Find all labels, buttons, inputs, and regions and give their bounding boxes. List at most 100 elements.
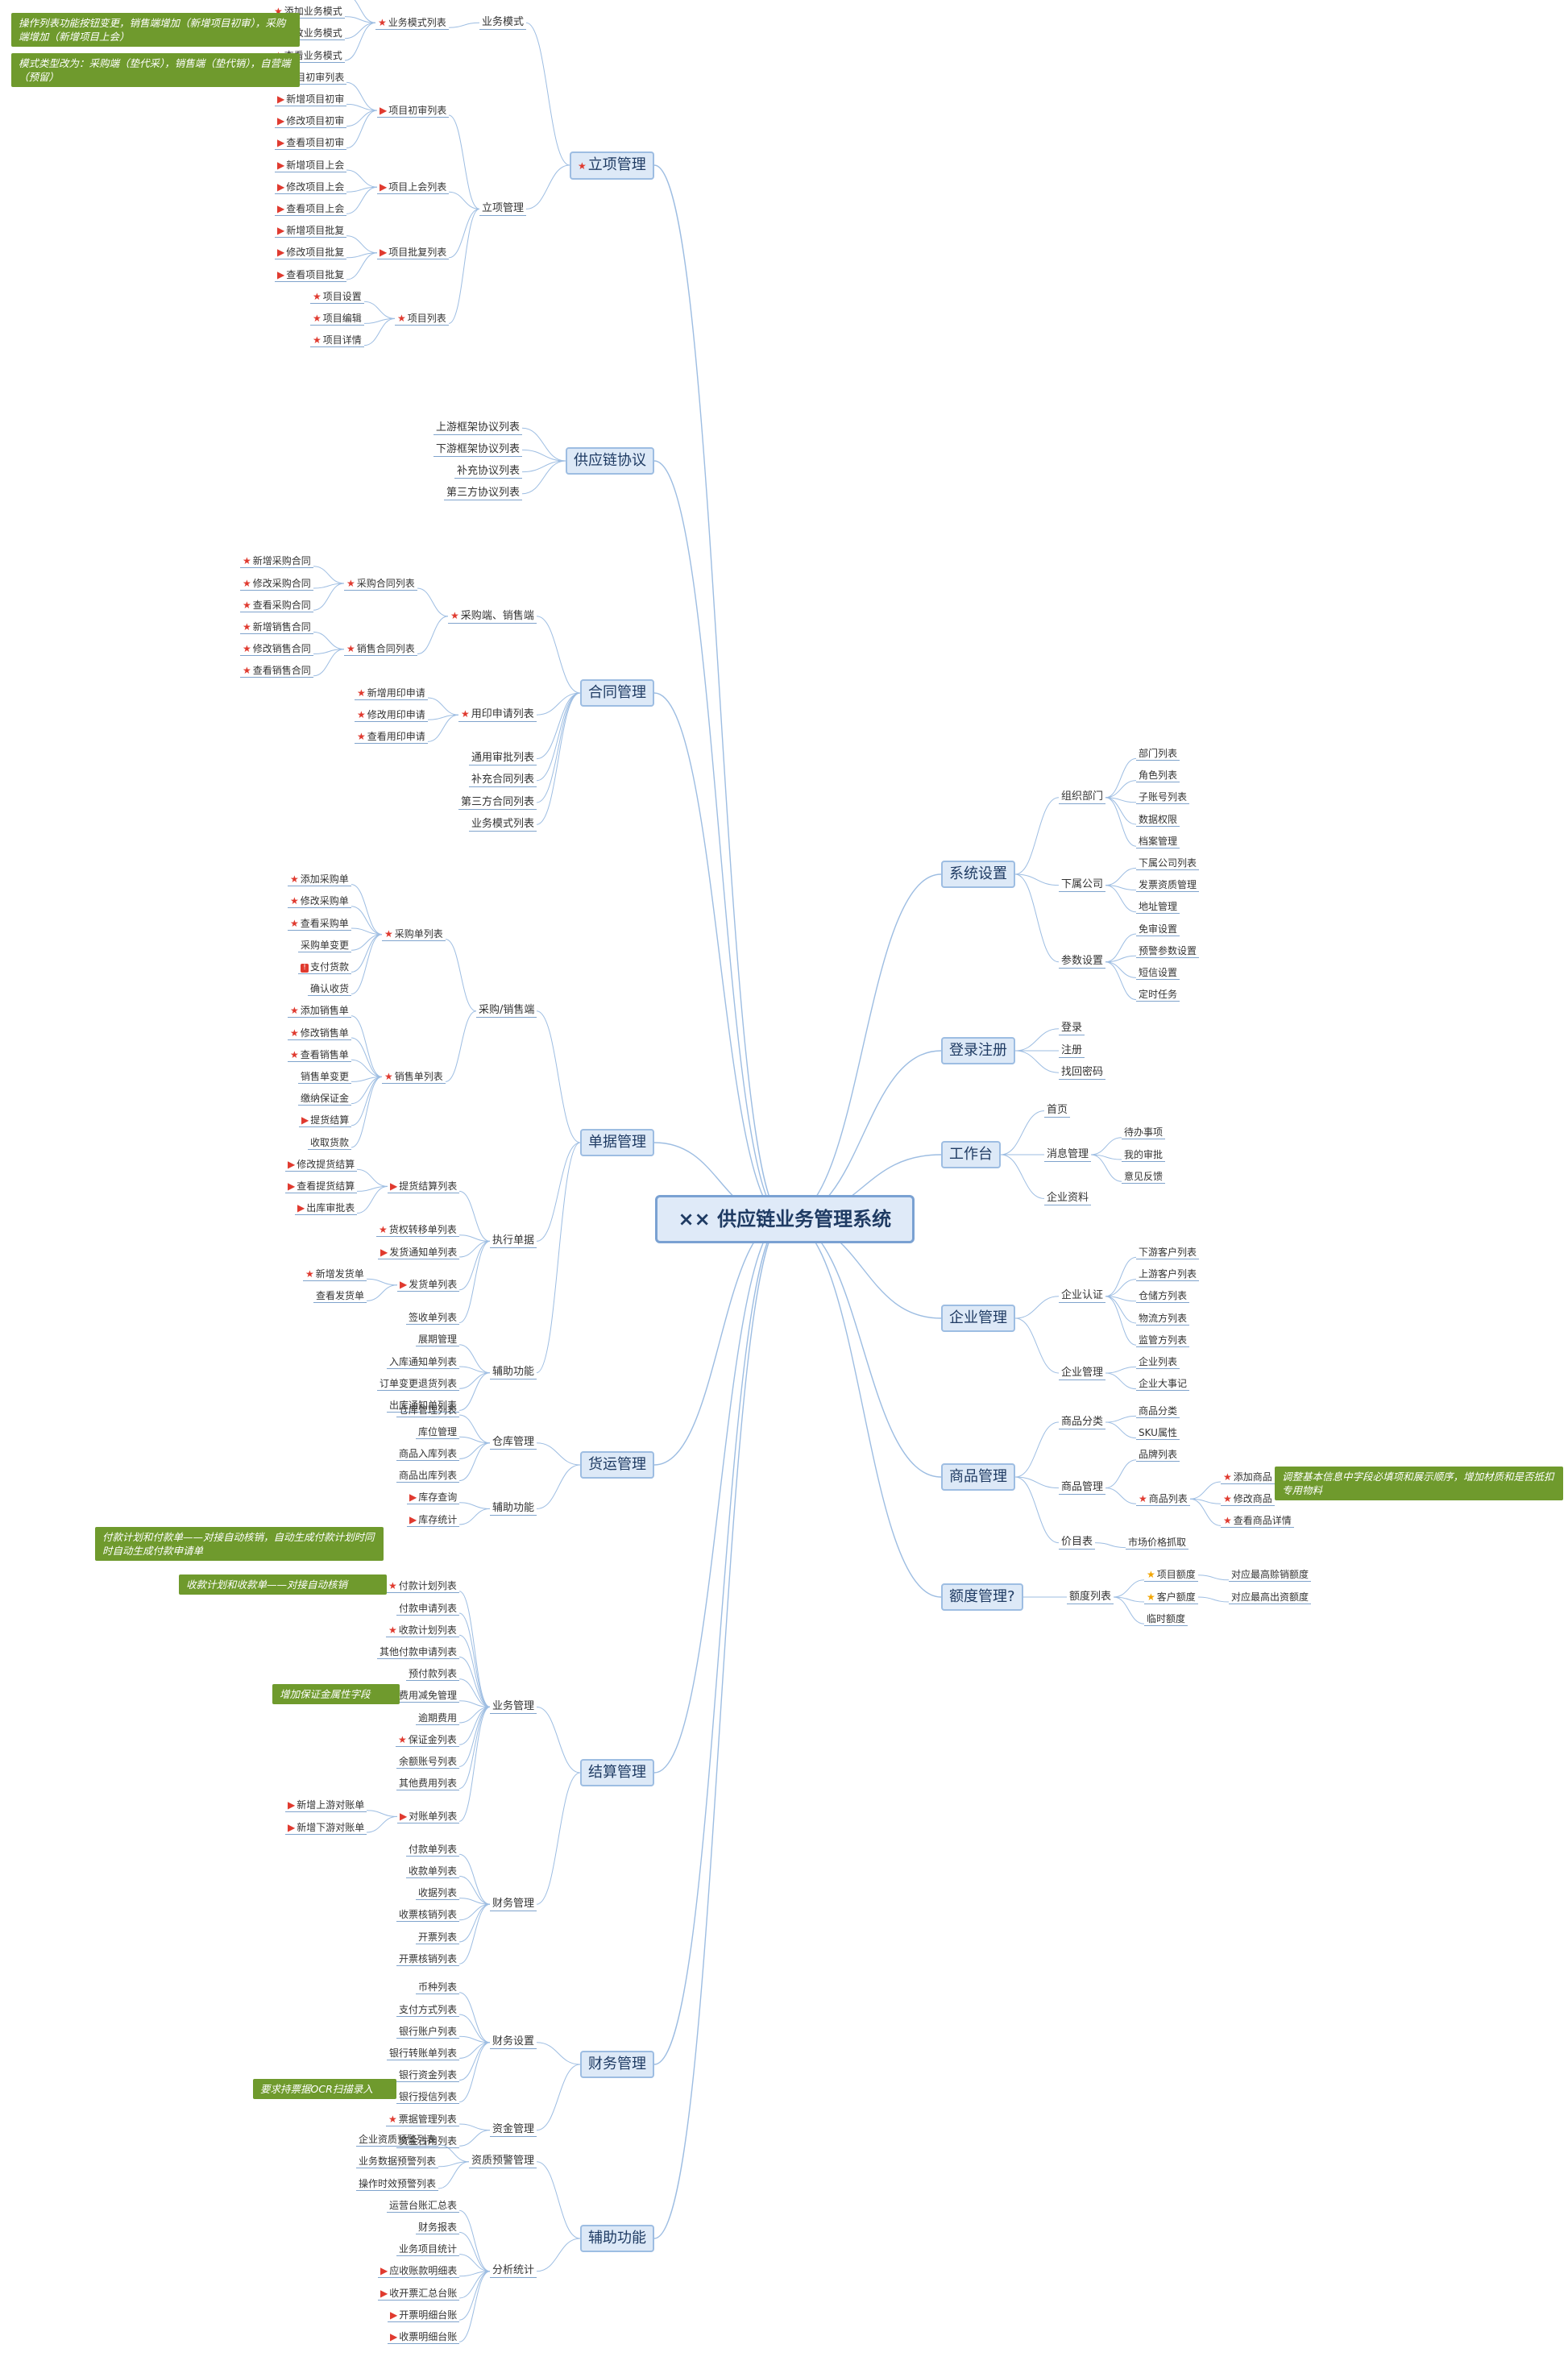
topic-branches-8-children-0-children-3[interactable]: 数据权限 bbox=[1136, 813, 1180, 827]
topic-branches-3-children-0-children-1-children-6[interactable]: 收取货款 bbox=[308, 1136, 352, 1150]
topic-branches-7-children-1-children-6[interactable]: ▶收票明细台账 bbox=[388, 2330, 460, 2344]
topic-branches-3-children-0[interactable]: 采购/销售端 bbox=[476, 1004, 537, 1019]
topic-branches-3-children-0-children-0[interactable]: ★采购单列表 bbox=[382, 927, 446, 942]
topic-branches-4-children-0-children-2[interactable]: 商品入库列表 bbox=[396, 1447, 460, 1461]
topic-branches-3[interactable]: 单据管理 bbox=[580, 1129, 654, 1156]
topic-branches-5-children-0-children-0[interactable]: ★付款计划列表 bbox=[386, 1579, 459, 1594]
topic-branches-0-children-1-children-1-children-0[interactable]: ▶新增项目上会 bbox=[275, 159, 347, 172]
topic-branches-5-children-0-children-6[interactable]: 逾期费用 bbox=[416, 1711, 460, 1725]
topic-branches-11-children-0-children-3[interactable]: 物流方列表 bbox=[1136, 1312, 1190, 1326]
topic-branches-5-children-1-children-4[interactable]: 开票列表 bbox=[416, 1931, 460, 1944]
topic-branches-2-children-1-children-2[interactable]: ★查看用印申请 bbox=[355, 730, 428, 744]
topic-branches-2-children-0-children-0-children-2[interactable]: ★查看采购合同 bbox=[240, 599, 313, 612]
topic-branches-7-children-1-children-1[interactable]: 财务报表 bbox=[416, 2221, 460, 2234]
topic-branches-6-children-0[interactable]: 财务设置 bbox=[490, 2035, 537, 2050]
topic-branches-3-children-0-children-1-children-0[interactable]: ★添加销售单 bbox=[288, 1004, 351, 1019]
topic-branches-7-children-1-children-4[interactable]: ▶收开票汇总台账 bbox=[378, 2287, 460, 2301]
topic-branches-0-children-1-children-3-children-1[interactable]: ★项目编辑 bbox=[310, 312, 364, 326]
topic-branches-3-children-2-children-1[interactable]: 入库通知单列表 bbox=[387, 1355, 460, 1369]
topic-branches-0-children-1-children-0-children-1[interactable]: ▶新增项目初审 bbox=[275, 93, 347, 106]
topic-branches-5[interactable]: 结算管理 bbox=[580, 1759, 654, 1786]
topic-branches-3-children-0-children-0-children-5[interactable]: 确认收货 bbox=[308, 982, 352, 997]
topic-branches-7-children-1[interactable]: 分析统计 bbox=[490, 2264, 537, 2279]
topic-branches-0-children-1-children-0[interactable]: ▶项目初审列表 bbox=[377, 104, 450, 118]
topic-branches-2-children-1[interactable]: ★用印申请列表 bbox=[458, 707, 537, 723]
topic-branches-1[interactable]: 供应链协议 bbox=[566, 447, 654, 475]
topic-branches-7-children-1-children-2[interactable]: 业务项目统计 bbox=[396, 2242, 460, 2257]
topic-branches-5-children-0[interactable]: 业务管理 bbox=[490, 1700, 537, 1714]
topic-branches-2-children-1-children-1[interactable]: ★修改用印申请 bbox=[355, 708, 428, 722]
topic-branches-3-children-2-children-2[interactable]: 订单变更退货列表 bbox=[377, 1377, 460, 1391]
topic-branches-12-children-2[interactable]: 价目表 bbox=[1059, 1536, 1096, 1550]
topic-branches-13-children-0-children-1[interactable]: ★客户额度 bbox=[1144, 1591, 1198, 1604]
topic-branches-3-children-0-children-1-children-3[interactable]: 销售单变更 bbox=[298, 1070, 352, 1084]
topic-branches-3-children-0-children-0-children-1[interactable]: ★修改采购单 bbox=[288, 894, 351, 909]
topic-branches-11-children-1-children-0[interactable]: 企业列表 bbox=[1136, 1355, 1180, 1369]
topic-branches-7-children-0-children-0[interactable]: 企业资质预警列表 bbox=[356, 2133, 439, 2147]
topic-branches-7-children-1-children-3[interactable]: ▶应收账款明细表 bbox=[378, 2264, 460, 2279]
topic-branches-8-children-2-children-2[interactable]: 短信设置 bbox=[1136, 966, 1180, 980]
topic-branches-2[interactable]: 合同管理 bbox=[580, 679, 654, 707]
topic-branches-3-children-0-children-1-children-5[interactable]: ▶提货结算 bbox=[299, 1114, 352, 1128]
topic-branches-5-children-1-children-0[interactable]: 付款单列表 bbox=[406, 1843, 460, 1857]
topic-branches-3-children-0-children-1-children-2[interactable]: ★查看销售单 bbox=[288, 1048, 351, 1062]
topic-branches-10-children-1-children-1[interactable]: 我的审批 bbox=[1122, 1148, 1166, 1162]
topic-branches-2-children-2[interactable]: 通用审批列表 bbox=[469, 752, 537, 766]
topic-branches-0-children-0-children-0[interactable]: ★业务模式列表 bbox=[375, 16, 449, 30]
topic-branches-3-children-1-children-0-children-0[interactable]: ▶修改提货结算 bbox=[285, 1158, 358, 1172]
topic-branches-2-children-0-children-1[interactable]: ★销售合同列表 bbox=[344, 642, 417, 657]
topic-branches-5-children-1-children-2[interactable]: 收据列表 bbox=[416, 1886, 460, 1901]
topic-branches-3-children-2-children-0[interactable]: 展期管理 bbox=[416, 1333, 460, 1347]
topic-branches-2-children-0-children-1-children-0[interactable]: ★新增销售合同 bbox=[240, 620, 313, 634]
topic-branches-8-children-1-children-2[interactable]: 地址管理 bbox=[1136, 900, 1180, 915]
topic-branches-9-children-2[interactable]: 找回密码 bbox=[1059, 1066, 1106, 1080]
topic-branches-13[interactable]: 额度管理? bbox=[941, 1583, 1023, 1611]
topic-branches-5-children-0-children-8[interactable]: 余额账号列表 bbox=[396, 1755, 460, 1769]
topic-branches-10-children-2[interactable]: 企业资料 bbox=[1044, 1192, 1092, 1205]
topic-branches-8-children-1[interactable]: 下属公司 bbox=[1059, 878, 1106, 893]
topic-branches-10[interactable]: 工作台 bbox=[941, 1141, 1001, 1168]
topic-branches-8-children-0-children-0[interactable]: 部门列表 bbox=[1136, 747, 1180, 761]
topic-branches-11-children-0[interactable]: 企业认证 bbox=[1059, 1289, 1106, 1304]
topic-branches-9-children-1[interactable]: 注册 bbox=[1059, 1044, 1085, 1058]
topic-branches-1-children-0[interactable]: 上游框架协议列表 bbox=[433, 421, 523, 435]
topic-branches-10-children-0[interactable]: 首页 bbox=[1044, 1104, 1071, 1118]
topic-branches-3-children-1-children-3-children-0[interactable]: ★新增发货单 bbox=[303, 1267, 367, 1281]
topic-branches-12-children-1[interactable]: 商品管理 bbox=[1059, 1481, 1106, 1496]
topic-branches-0-children-0[interactable]: 业务模式 bbox=[479, 16, 527, 30]
topic-branches-12-children-1-children-1-children-1[interactable]: ★修改商品 bbox=[1221, 1492, 1275, 1506]
topic-branches-1-children-1[interactable]: 下游框架协议列表 bbox=[433, 443, 523, 457]
topic-branches-12-children-1-children-1[interactable]: ★商品列表 bbox=[1136, 1492, 1190, 1506]
topic-branches-7-children-1-children-0[interactable]: 运营台账汇总表 bbox=[387, 2199, 460, 2213]
topic-branches-1-children-2[interactable]: 补充协议列表 bbox=[454, 465, 523, 479]
topic-branches-0-children-1-children-2[interactable]: ▶项目批复列表 bbox=[377, 246, 450, 260]
topic-branches-5-children-0-children-9[interactable]: 其他费用列表 bbox=[396, 1777, 460, 1791]
topic-branches-3-children-2[interactable]: 辅助功能 bbox=[490, 1366, 537, 1380]
topic-branches-5-children-0-children-10[interactable]: ▶对账单列表 bbox=[397, 1810, 460, 1823]
topic-branches-4-children-0-children-0[interactable]: 仓库管理列表 bbox=[396, 1404, 460, 1417]
topic-branches-2-children-0-children-0-children-0[interactable]: ★新增采购合同 bbox=[240, 554, 313, 569]
topic-branches-8-children-2[interactable]: 参数设置 bbox=[1059, 955, 1106, 969]
topic-branches-0-children-1-children-3-children-2[interactable]: ★项目详情 bbox=[310, 334, 364, 348]
topic-branches-3-children-0-children-0-children-4[interactable]: !支付货款 bbox=[298, 960, 352, 974]
topic-branches-12-children-1-children-1-children-2[interactable]: ★查看商品详情 bbox=[1221, 1514, 1294, 1528]
topic-branches-2-children-0-children-1-children-2[interactable]: ★查看销售合同 bbox=[240, 664, 313, 678]
topic-branches-8-children-1-children-1[interactable]: 发票资质管理 bbox=[1136, 878, 1200, 893]
topic-branches-4-children-0[interactable]: 仓库管理 bbox=[490, 1436, 537, 1450]
topic-branches-5-children-1[interactable]: 财务管理 bbox=[490, 1898, 537, 1911]
topic-branches-0-children-1[interactable]: 立项管理 bbox=[479, 202, 527, 216]
topic-branches-2-children-4[interactable]: 第三方合同列表 bbox=[458, 796, 537, 810]
topic-branches-4[interactable]: 货运管理 bbox=[580, 1451, 654, 1479]
topic-branches-5-children-0-children-4[interactable]: 预付款列表 bbox=[406, 1667, 460, 1682]
topic-branches-3-children-0-children-0-children-3[interactable]: 采购单变更 bbox=[298, 939, 352, 952]
topic-branches-3-children-0-children-1-children-1[interactable]: ★修改销售单 bbox=[288, 1027, 351, 1040]
topic-branches-2-children-3[interactable]: 补充合同列表 bbox=[469, 774, 537, 788]
topic-branches-6-children-1[interactable]: 资金管理 bbox=[490, 2123, 537, 2138]
topic-branches-6-children-0-children-3[interactable]: 银行转账单列表 bbox=[387, 2047, 460, 2060]
topic-branches-12-children-1-children-1-children-0[interactable]: ★添加商品 bbox=[1221, 1471, 1275, 1484]
topic-branches-13-children-0-children-2[interactable]: 临时额度 bbox=[1144, 1612, 1188, 1626]
topic-branches-5-children-0-children-3[interactable]: 其他付款申请列表 bbox=[377, 1645, 460, 1659]
topic-branches-2-children-0-children-1-children-1[interactable]: ★修改销售合同 bbox=[240, 642, 313, 657]
topic-branches-11[interactable]: 企业管理 bbox=[941, 1305, 1015, 1332]
topic-branches-12-children-2-children-0[interactable]: 市场价格抓取 bbox=[1126, 1536, 1189, 1550]
